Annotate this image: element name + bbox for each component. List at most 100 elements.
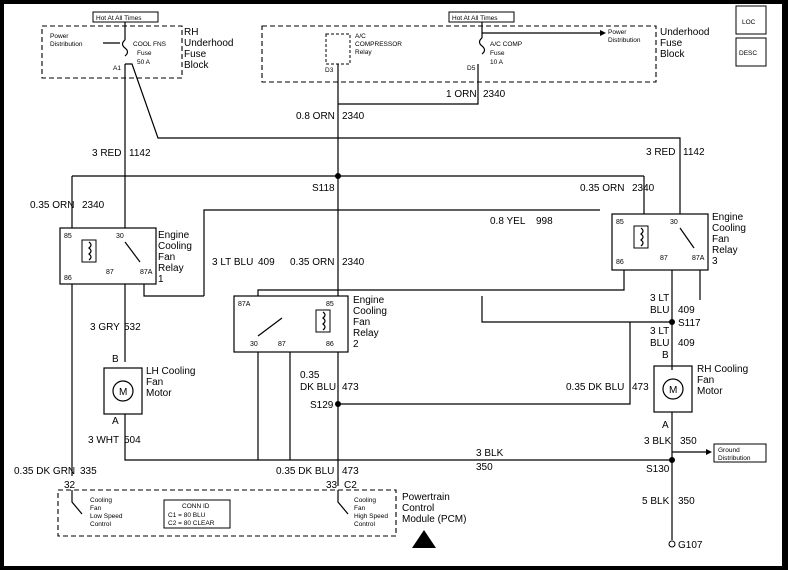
- control-label: Fan: [354, 505, 366, 512]
- wire: [124, 414, 672, 461]
- hot-label-1: Hot At All Times: [96, 15, 142, 22]
- wire: [203, 209, 600, 296]
- power-dist-label: Distribution: [608, 37, 641, 44]
- relay-title: Engine: [353, 295, 385, 306]
- wire-label: 473: [342, 466, 359, 477]
- conn-id-title: CONN ID: [182, 503, 210, 510]
- pin-label: 87A: [238, 301, 251, 308]
- wire-label: 532: [124, 322, 141, 333]
- schematic-frame: Hot At All Times Power Distribution COOL…: [4, 4, 782, 566]
- wire-label: 3 RED: [646, 147, 675, 158]
- wire-label: 1142: [683, 147, 705, 158]
- fuse-label: 50 A: [137, 59, 151, 66]
- wire: [143, 284, 204, 297]
- block-title: Block: [660, 49, 685, 60]
- wire-label: 0.35 DK GRN: [14, 466, 75, 477]
- relay-title: Cooling: [158, 241, 192, 252]
- connector-pin: A: [662, 420, 669, 431]
- relay-1: [59, 227, 157, 285]
- motor-title: Motor: [146, 388, 172, 399]
- splice-label: S118: [312, 183, 335, 194]
- pcm-title: Powertrain: [402, 492, 450, 503]
- relay-3: [611, 213, 709, 271]
- control-label: Control: [90, 521, 112, 528]
- wire-label: 3 RED: [92, 148, 121, 159]
- desc-box: [735, 37, 767, 67]
- splice-dot: [335, 173, 341, 179]
- wire-label: 335: [80, 466, 97, 477]
- conn-id-line: C1 = 80 BLU: [168, 512, 206, 519]
- wire-label: 504: [124, 435, 141, 446]
- wire-label: DK BLU: [300, 382, 336, 393]
- pin-label: 87: [106, 269, 114, 276]
- pin-label: 85: [326, 301, 334, 308]
- power-dist-label: Power: [50, 33, 69, 40]
- control-label: Control: [354, 521, 376, 528]
- wire-label: 473: [342, 382, 359, 393]
- hot-label-2: Hot At All Times: [452, 15, 498, 22]
- connector-pin: B: [112, 354, 119, 365]
- wire: [257, 270, 625, 296]
- relay-title: 1: [158, 274, 164, 285]
- wiring-diagram: Hot At All Times Power Distribution COOL…: [14, 5, 767, 551]
- motor-title: RH Cooling: [697, 364, 748, 375]
- rh-fan-motor: [653, 365, 693, 413]
- connector-pin: B: [662, 350, 669, 361]
- wire-label: 3 GRY: [90, 322, 120, 333]
- wire-label: 3 WHT: [88, 435, 119, 446]
- wire-label: 1 ORN: [446, 89, 477, 100]
- coil-icon: [88, 241, 92, 261]
- wire: [481, 296, 672, 323]
- underhood-fuse-block-outline: [261, 25, 657, 83]
- ground-icon: [668, 540, 676, 548]
- relay-title: Fan: [712, 234, 729, 245]
- fuse-symbol: [121, 39, 129, 57]
- switch-icon: [71, 490, 83, 515]
- wire-label: 0.35: [300, 370, 320, 381]
- wire-label: 350: [680, 436, 697, 447]
- relay-title: Cooling: [353, 306, 387, 317]
- wire-label: 409: [678, 338, 695, 349]
- ground-dist-box: [713, 443, 767, 463]
- arrow-icon: [600, 30, 606, 36]
- wire-label: BLU: [650, 338, 669, 349]
- relay-title: Engine: [158, 230, 190, 241]
- lh-fan-motor: [103, 367, 143, 415]
- block-title: Underhood: [184, 38, 233, 49]
- relay-title: Cooling: [712, 223, 746, 234]
- relay-title: Relay: [158, 263, 184, 274]
- pin-label: 86: [616, 259, 624, 266]
- pcm-outline: [57, 489, 397, 537]
- connector-pin: 33: [326, 480, 338, 491]
- wire-label: 3 LT: [650, 326, 669, 337]
- pin-label: 87A: [140, 269, 153, 276]
- wire-label: 0.35 ORN: [580, 183, 624, 194]
- coil-icon: [322, 311, 326, 331]
- pin-label: 86: [64, 275, 72, 282]
- relay-title: 3: [712, 256, 718, 267]
- relay-label: COMPRESSOR: [355, 41, 402, 48]
- relay-2: [233, 295, 349, 353]
- relay-title: 2: [353, 339, 359, 350]
- pin-label: D5: [467, 65, 476, 72]
- wire-label: 0.35 DK BLU: [566, 382, 624, 393]
- fuse-label: COOL FNS: [133, 41, 167, 48]
- splice-label: S130: [646, 464, 670, 475]
- pcm-title: Control: [402, 503, 434, 514]
- pcm-title: Module (PCM): [402, 514, 466, 525]
- relay-label: A/C: [355, 33, 366, 40]
- switch-icon: [257, 317, 283, 337]
- relay-title: Fan: [353, 317, 370, 328]
- wire-label: 0.8 ORN: [296, 111, 335, 122]
- fuse-label: A/C COMP: [490, 41, 522, 48]
- wire-label: 0.35 ORN: [30, 200, 74, 211]
- ground-label: Ground: [718, 447, 740, 454]
- wire-label: 350: [678, 496, 695, 507]
- control-label: High Speed: [354, 513, 388, 520]
- wire: [125, 63, 681, 214]
- pin-label: 86: [326, 341, 334, 348]
- motor-title: Fan: [697, 375, 714, 386]
- relay-label: Relay: [355, 49, 372, 56]
- block-title: RH: [184, 27, 198, 38]
- wire-label: 998: [536, 216, 553, 227]
